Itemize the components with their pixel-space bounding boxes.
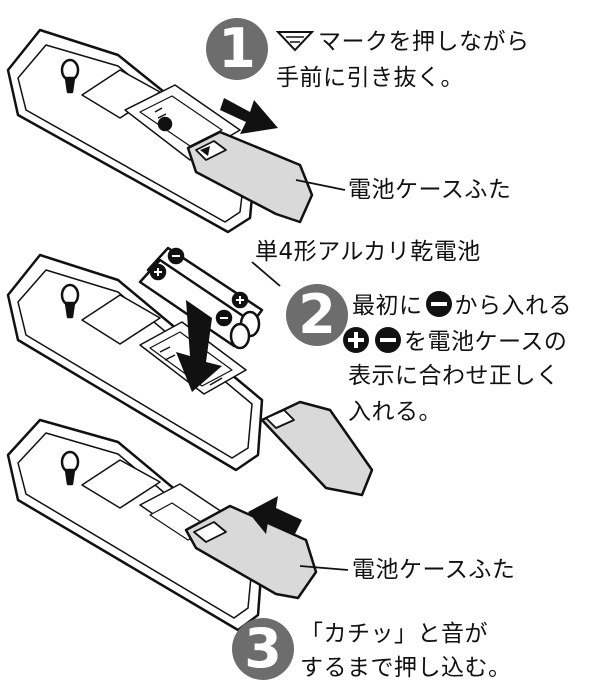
step-1-line-1-text: マークを押しながら (318, 29, 530, 55)
step-2-line-2: を電池ケースの (340, 326, 567, 359)
step-2-line-2-text: を電池ケースの (404, 329, 568, 355)
step-2-badge: 2 (286, 284, 348, 346)
push-arrow (248, 496, 302, 536)
step-3-line-1: 「カチッ」と音が (300, 621, 488, 647)
batteries (138, 246, 264, 350)
step-3-line-2: するまで押し込む。 (300, 655, 512, 681)
battery-cover-3 (184, 504, 318, 600)
battery-cover-1 (186, 130, 314, 224)
minus-terminal-icon (375, 327, 401, 353)
cover-label-1: 電池ケースふた (348, 177, 512, 203)
step-1-line-1: マークを押しながら (276, 26, 530, 59)
step-2-line-3: 表示に合わせ正しく (348, 363, 560, 389)
minus-terminal-icon (425, 291, 452, 317)
cover-label-2: 電池ケースふた (352, 557, 516, 583)
step-2-line-1-a: 最初に (352, 293, 423, 319)
step-1-badge: 1 (206, 18, 268, 80)
plus-terminal-icon (343, 327, 369, 353)
step-2-line-4: 入れる。 (348, 399, 442, 425)
step-3-badge: 3 (232, 618, 294, 680)
battery-cover-removed (260, 400, 374, 497)
step-1-line-2: 手前に引き抜く。 (276, 65, 464, 91)
pull-arrow (220, 98, 278, 134)
insert-arrow (176, 300, 222, 392)
step-2-line-1: 最初に から入れる (352, 290, 572, 323)
battery-label: 単4形アルカリ乾電池 (255, 239, 481, 265)
step-2-line-1-b: から入れる (454, 293, 572, 319)
down-triangle-mark-icon (276, 31, 314, 52)
